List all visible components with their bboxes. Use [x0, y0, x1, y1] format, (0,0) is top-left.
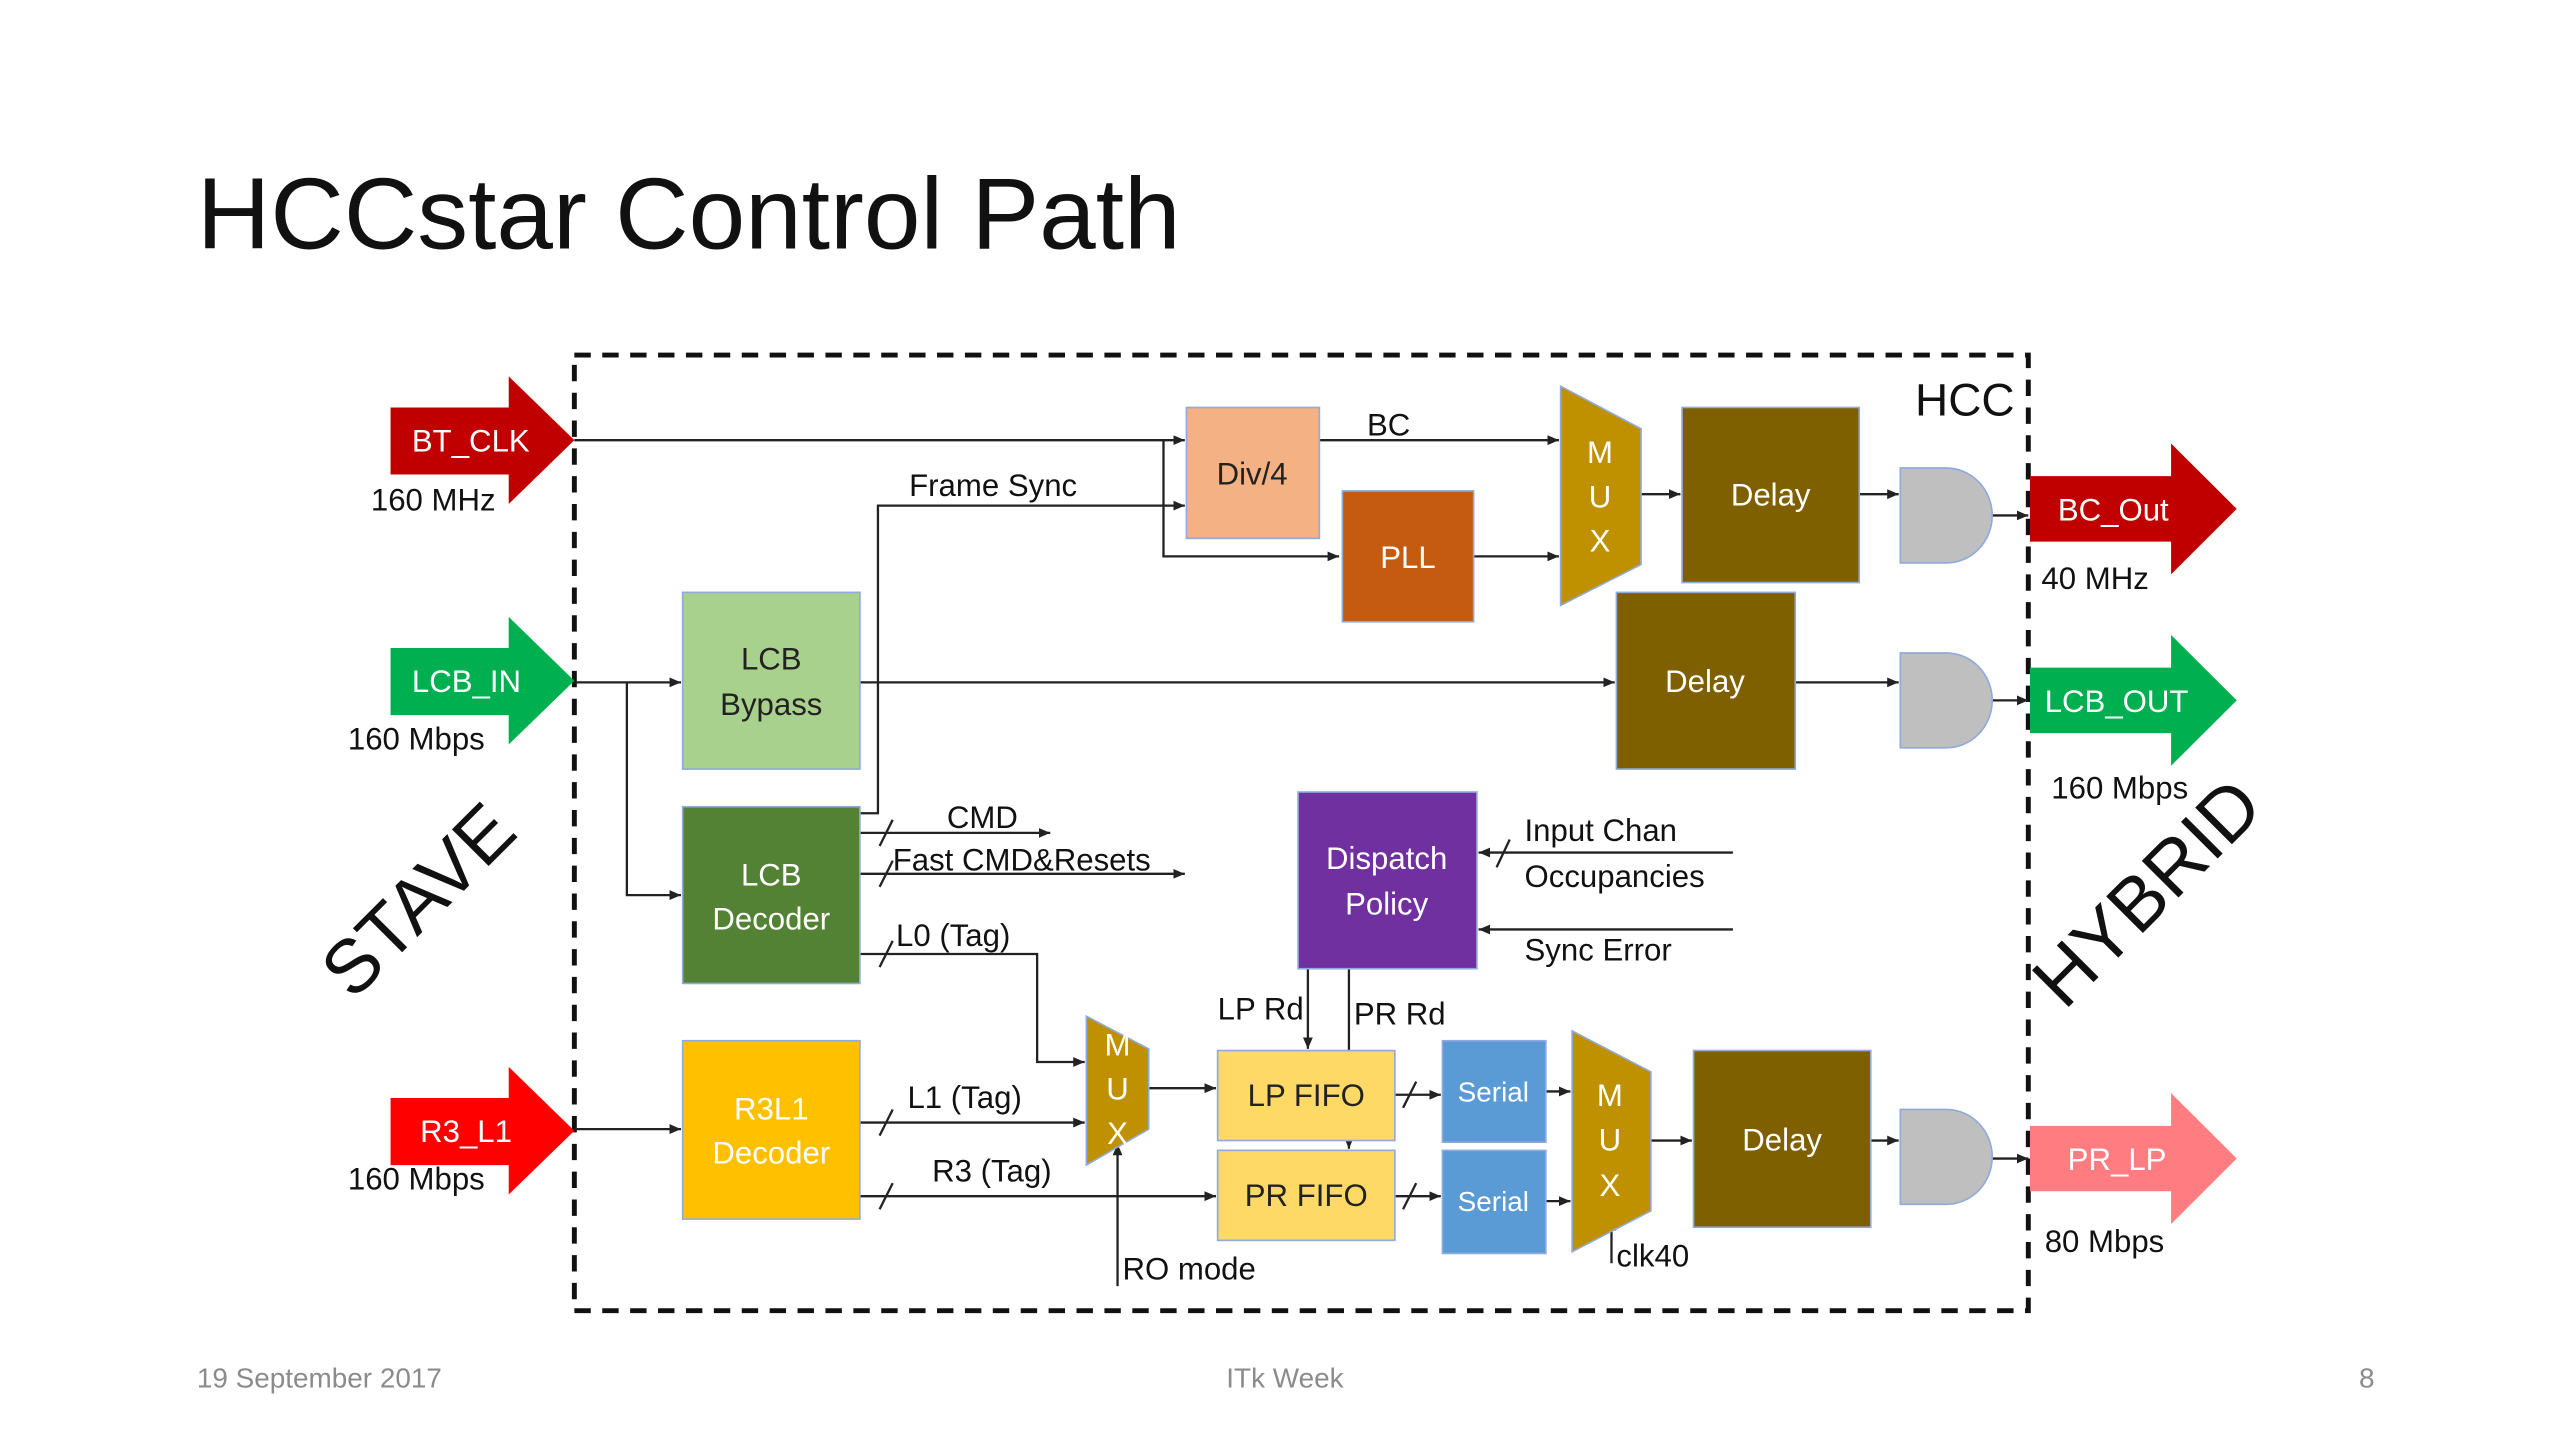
svg-text:40 MHz: 40 MHz — [2041, 561, 2148, 596]
svg-text:80 Mbps: 80 Mbps — [2045, 1224, 2165, 1259]
svg-text:160 Mbps: 160 Mbps — [2051, 771, 2188, 806]
svg-text:Delay: Delay — [1665, 664, 1745, 699]
svg-text:Delay: Delay — [1731, 478, 1811, 513]
svg-text:X: X — [1599, 1168, 1620, 1203]
svg-text:U: U — [1106, 1072, 1129, 1107]
lcb-bypass-block: LCB Bypass — [681, 591, 861, 770]
svg-text:160 Mbps: 160 Mbps — [348, 721, 485, 756]
delay-pr-lp: Delay — [1692, 1049, 1872, 1229]
svg-text:BC_Out: BC_Out — [2058, 492, 2169, 527]
svg-text:clk40: clk40 — [1616, 1239, 1689, 1274]
svg-text:X: X — [1590, 523, 1611, 558]
and-gate-lcb — [1899, 652, 1994, 749]
footer-page-number: 8 — [2359, 1363, 2375, 1394]
input-bt-clk: BT_CLK 160 MHz — [371, 376, 575, 518]
svg-text:Policy: Policy — [1345, 887, 1429, 922]
svg-text:M: M — [1597, 1078, 1623, 1113]
svg-text:BC: BC — [1367, 407, 1410, 442]
hcc-boundary — [571, 352, 2031, 1314]
svg-text:R3L1: R3L1 — [734, 1091, 809, 1126]
svg-text:M: M — [1105, 1027, 1131, 1062]
svg-text:PR_LP: PR_LP — [2068, 1142, 2167, 1177]
svg-text:L1 (Tag): L1 (Tag) — [907, 1080, 1021, 1115]
svg-text:Frame Sync: Frame Sync — [909, 468, 1077, 503]
lcb-decoder-block: LCB Decoder — [681, 805, 861, 985]
svg-text:Dispatch: Dispatch — [1326, 841, 1447, 876]
svg-text:CMD: CMD — [947, 800, 1018, 835]
serial-pr: Serial — [1441, 1149, 1547, 1255]
svg-text:Delay: Delay — [1742, 1122, 1822, 1157]
svg-text:PR Rd: PR Rd — [1354, 996, 1446, 1031]
svg-text:X: X — [1107, 1116, 1128, 1151]
svg-text:Occupancies: Occupancies — [1525, 859, 1705, 894]
svg-text:Serial: Serial — [1458, 1076, 1529, 1107]
and-gate-pr-lp — [1899, 1108, 1994, 1206]
output-bc-out: BC_Out 40 MHz — [2029, 443, 2237, 596]
r3l1-decoder-block: R3L1 Decoder — [681, 1039, 861, 1220]
page-title: HCCstar Control Path — [197, 157, 1181, 271]
and-gate-bc — [1899, 467, 1994, 564]
stave-label: STAVE — [305, 787, 532, 1013]
svg-text:M: M — [1587, 435, 1613, 470]
svg-text:BT_CLK: BT_CLK — [412, 424, 530, 459]
svg-text:Input Chan: Input Chan — [1525, 813, 1678, 848]
svg-text:160 Mbps: 160 Mbps — [348, 1162, 485, 1197]
output-pr-lp: PR_LP 80 Mbps — [2029, 1093, 2237, 1259]
svg-text:R3_L1: R3_L1 — [420, 1114, 512, 1149]
svg-text:LCB: LCB — [741, 857, 802, 892]
mux-readout: M U X — [1085, 1014, 1150, 1167]
footer-date: 19 September 2017 — [197, 1363, 442, 1394]
svg-text:LP FIFO: LP FIFO — [1248, 1078, 1365, 1113]
delay-bc: Delay — [1681, 406, 1861, 584]
svg-text:LCB_OUT: LCB_OUT — [2045, 684, 2189, 719]
svg-text:160 MHz: 160 MHz — [371, 483, 496, 518]
signal-labels: BC Frame Sync CMD Fast CMD&Resets L0 (Ta… — [893, 407, 1705, 1286]
svg-text:Sync Error: Sync Error — [1525, 933, 1672, 968]
svg-text:L0 (Tag): L0 (Tag) — [896, 918, 1010, 953]
mux-output: M U X — [1571, 1029, 1652, 1254]
svg-text:Bypass: Bypass — [720, 687, 822, 722]
delay-lcb: Delay — [1615, 591, 1797, 770]
svg-text:Decoder: Decoder — [712, 1135, 830, 1170]
svg-text:Fast CMD&Resets: Fast CMD&Resets — [893, 843, 1151, 878]
svg-text:U: U — [1599, 1122, 1622, 1157]
pr-fifo-block: PR FIFO — [1216, 1149, 1396, 1242]
footer-event: ITk Week — [1226, 1363, 1343, 1394]
wires — [574, 435, 2029, 1287]
svg-text:LCB_IN: LCB_IN — [412, 664, 521, 699]
pll-block: PLL — [1341, 490, 1475, 623]
svg-text:Div/4: Div/4 — [1217, 456, 1288, 491]
svg-text:Serial: Serial — [1458, 1186, 1529, 1217]
svg-text:R3 (Tag): R3 (Tag) — [932, 1153, 1052, 1188]
dispatch-policy-block: Dispatch Policy — [1297, 791, 1478, 970]
svg-text:PLL: PLL — [1380, 540, 1435, 575]
div4-block: Div/4 — [1185, 406, 1321, 540]
input-r3-l1: R3_L1 160 Mbps — [348, 1066, 575, 1197]
svg-text:Decoder: Decoder — [712, 901, 830, 936]
hcc-label: HCC — [1915, 374, 2015, 426]
mux-clock: M U X — [1559, 384, 1642, 607]
svg-text:U: U — [1589, 479, 1612, 514]
svg-text:PR FIFO: PR FIFO — [1245, 1178, 1368, 1213]
svg-text:RO mode: RO mode — [1122, 1252, 1255, 1287]
lp-fifo-block: LP FIFO — [1216, 1049, 1396, 1142]
svg-text:LP Rd: LP Rd — [1218, 991, 1304, 1026]
serial-lp: Serial — [1441, 1039, 1547, 1143]
input-lcb-in: LCB_IN 160 Mbps — [348, 616, 575, 756]
svg-text:LCB: LCB — [741, 641, 802, 676]
